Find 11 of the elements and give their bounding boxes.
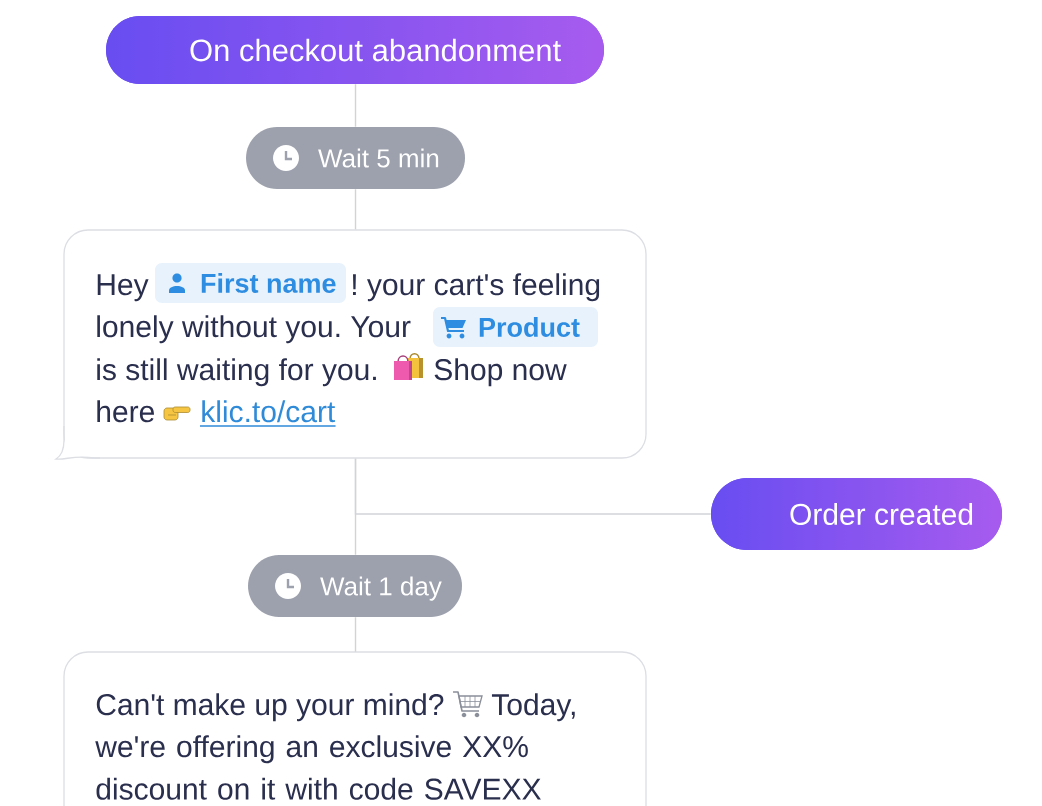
connector-line: [354, 616, 357, 653]
connector-line: [354, 188, 357, 231]
connector-line: [354, 83, 357, 128]
message-text: Can't make up your mind?: [96, 693, 444, 722]
connector-line: [354, 457, 712, 515]
wait-pill: Wait 5 min: [246, 127, 465, 189]
message-text: Today,: [491, 693, 575, 722]
message-text: we're offering an exclusive XX% discount on it with code SAVEXX: [95, 735, 541, 800]
trigger-pill: Order created: [711, 478, 1002, 550]
trigger-pill: On checkout abandonment: [106, 16, 604, 84]
wait-pill: Wait 1 day: [248, 555, 462, 617]
